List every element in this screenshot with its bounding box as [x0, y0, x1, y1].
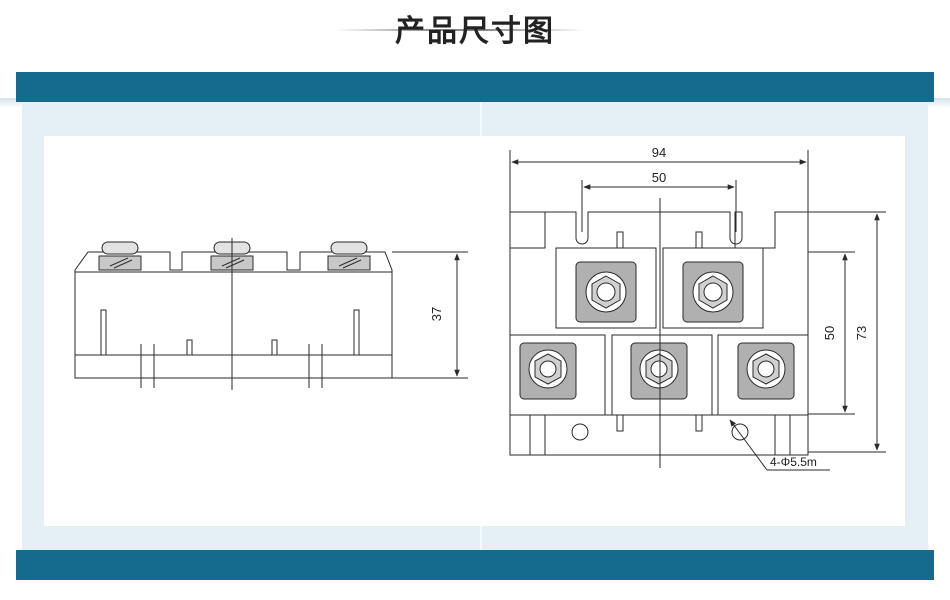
side-view-drawing: 37: [74, 238, 468, 390]
top-terminal-1: [575, 261, 637, 323]
top-terminal-2: [682, 261, 744, 323]
overall-width-label: 94: [652, 145, 666, 160]
top-terminal-5: [737, 342, 795, 400]
side-height-label: 37: [429, 307, 444, 321]
side-terminal-3: [327, 241, 371, 271]
title-banner: 产品尺寸图: [0, 0, 950, 60]
top-view-drawing: 94 50 50 73 4-Φ5.5m: [509, 145, 886, 471]
frame-bottom-bar: [16, 550, 934, 580]
inner-height-label: 50: [822, 326, 837, 340]
side-terminal-1: [98, 241, 142, 271]
mounting-holes-label: 4-Φ5.5m: [770, 455, 817, 469]
top-terminal-3: [519, 342, 577, 400]
frame-top-bar: [16, 72, 934, 102]
top-terminal-4: [630, 342, 688, 400]
drawing-area: [44, 136, 905, 526]
title-decoration-line: [335, 29, 585, 31]
hole-spacing-label: 50: [652, 170, 666, 185]
overall-height-label: 73: [854, 326, 869, 340]
page-title: 产品尺寸图: [395, 14, 555, 49]
